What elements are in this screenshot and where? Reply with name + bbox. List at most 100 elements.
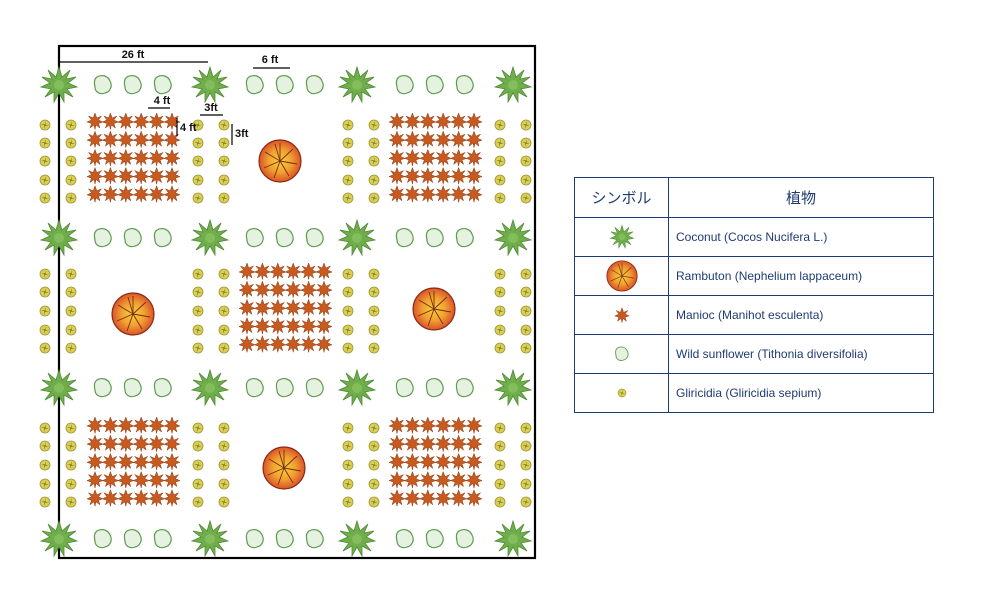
manioc-plant [419, 149, 437, 167]
gliricidia-plant [342, 422, 354, 434]
coconut-plant [191, 520, 229, 557]
wild-sunflower-plant [305, 528, 324, 549]
gliricidia-plant [520, 459, 532, 471]
manioc-plant [238, 335, 256, 353]
manioc-plant [419, 130, 437, 148]
manioc-plant [102, 434, 119, 452]
manioc-plant [388, 489, 406, 507]
manioc-plant [419, 416, 437, 434]
manioc-plant [163, 489, 181, 507]
gliricidia-plant [218, 174, 230, 186]
gliricidia-plant [342, 192, 354, 204]
wild-sunflower-plant [455, 227, 474, 248]
gliricidia-plant [520, 119, 532, 131]
gliricidia-plant [494, 422, 506, 434]
wild-sunflower-plant [153, 227, 172, 248]
manioc-plant [148, 185, 165, 203]
manioc-plant [132, 489, 150, 507]
manioc-plant [86, 416, 104, 434]
gliricidia-plant [65, 478, 77, 490]
gliricidia-plant [218, 192, 230, 204]
coconut-plant [191, 66, 229, 103]
gliricidia-plant [494, 286, 506, 298]
wild-sunflower-plant [305, 377, 324, 398]
gliricidia-plant [520, 324, 532, 336]
manioc-icon [614, 307, 629, 323]
gliricidia-plant [494, 459, 506, 471]
manioc-plant [465, 149, 483, 167]
manioc-plant [132, 434, 150, 452]
manioc-plant [300, 299, 317, 317]
manioc-plant [254, 299, 271, 317]
manioc-plant [404, 471, 421, 489]
gliricidia-plant [65, 268, 77, 280]
dim-spacing-a: 6 ft [262, 54, 279, 66]
gliricidia-plant [39, 155, 51, 167]
manioc-plant [86, 489, 104, 507]
gliricidia-plant [218, 342, 230, 354]
gliricidia-plant [39, 496, 51, 508]
gliricidia-plant [520, 286, 532, 298]
manioc-plant [254, 335, 271, 353]
gliricidia-plant [368, 324, 380, 336]
coconut-plant [494, 66, 532, 103]
manioc-plant [238, 299, 256, 317]
legend-table: シンボル 植物 Coconut (Cocos Nucifera L.) Ramb… [574, 177, 934, 413]
legend-label-manioc: Manioc (Manihot esculenta) [668, 295, 934, 335]
manioc-plant [132, 416, 150, 434]
gliricidia-plant [368, 422, 380, 434]
wild-sunflower-plant [123, 528, 142, 549]
gliricidia-plant [368, 137, 380, 149]
gliricidia-plant [192, 192, 204, 204]
manioc-plant [163, 185, 181, 203]
gliricidia-plant [65, 174, 77, 186]
gliricidia-plant [342, 174, 354, 186]
manioc-plant [465, 453, 483, 471]
manioc-plant [434, 167, 452, 185]
manioc-plant [388, 416, 406, 434]
rambutan-tree [111, 292, 155, 336]
gliricidia-plant [342, 324, 354, 336]
gliricidia-plant [494, 268, 506, 280]
manioc-plant [163, 112, 181, 130]
gliricidia-plant [342, 459, 354, 471]
gliricidia-plant [520, 342, 532, 354]
coconut-plant [338, 520, 376, 557]
gliricidia-plant [368, 119, 380, 131]
legend-row-coconut: Coconut (Cocos Nucifera L.) [574, 217, 934, 257]
gliricidia-plant [368, 268, 380, 280]
manioc-plant [434, 185, 452, 203]
manioc-plant [254, 317, 271, 335]
manioc-plant [86, 167, 104, 185]
manioc-plant [148, 434, 165, 452]
gliricidia-plant [39, 268, 51, 280]
gliricidia-plant [192, 440, 204, 452]
legend-row-rambutan: Rambuton (Nephelium lappaceum) [574, 256, 934, 296]
manioc-plant [102, 489, 119, 507]
legend-label-gliricidia: Gliricidia (Gliricidia sepium) [668, 373, 934, 413]
wild-sunflower-plant [123, 74, 142, 95]
manioc-plant [132, 185, 150, 203]
wild-sunflower-plant [153, 74, 172, 95]
manioc-plant [315, 317, 333, 335]
manioc-plant [419, 453, 437, 471]
manioc-plant [117, 112, 135, 130]
manioc-plant [238, 280, 256, 298]
manioc-plant [419, 489, 437, 507]
manioc-plant [465, 489, 483, 507]
manioc-plant [388, 185, 406, 203]
gliricidia-plant [494, 192, 506, 204]
gliricidia-plant [192, 286, 204, 298]
manioc-plant [148, 489, 165, 507]
manioc-plant [117, 489, 135, 507]
gliricidia-plant [520, 192, 532, 204]
manioc-plant [269, 299, 287, 317]
manioc-plant [450, 167, 467, 185]
wild-sunflower-plant [425, 528, 444, 549]
wild-sunflower-plant [395, 227, 414, 248]
manioc-plant [117, 167, 135, 185]
manioc-plant [450, 489, 467, 507]
manioc-plant [132, 130, 150, 148]
gliricidia-plant [39, 422, 51, 434]
manioc-plant [388, 130, 406, 148]
